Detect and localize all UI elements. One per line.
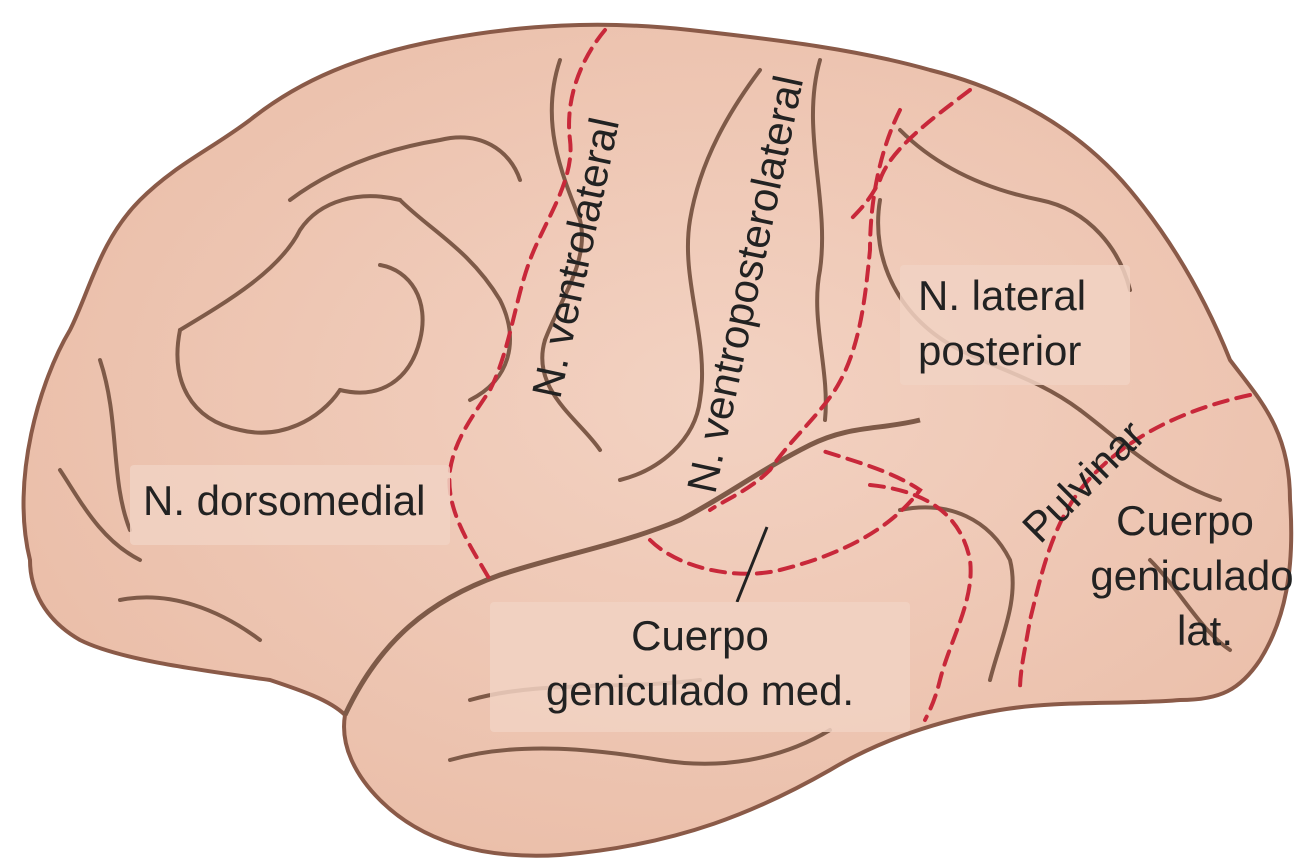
label-medial-geniculate-line2: geniculado med.: [546, 667, 854, 714]
label-lateral-geniculate-line1: Cuerpo: [1116, 497, 1254, 544]
label-medial-geniculate-line1: Cuerpo: [631, 612, 769, 659]
label-lateral-geniculate-line3: lat.: [1177, 607, 1233, 654]
label-dorsomedial: N. dorsomedial: [143, 477, 425, 524]
label-lateral-posterior-line2: posterior: [918, 327, 1081, 374]
label-lateral-posterior-line1: N. lateral: [918, 272, 1086, 319]
label-lateral-geniculate-line2: geniculado: [1090, 552, 1293, 599]
